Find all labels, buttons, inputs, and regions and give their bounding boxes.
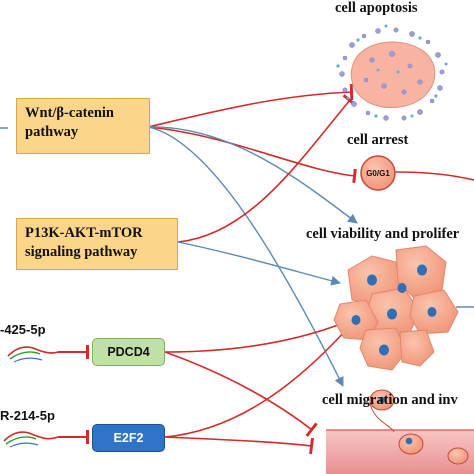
apoptosis-label: cell apoptosis — [335, 0, 418, 16]
mir214-hairpin-icon — [3, 431, 59, 448]
wnt-to-viability-arrow — [147, 126, 358, 224]
wnt-to-apoptosis-inhibit — [147, 83, 354, 128]
pdcd4-to-migration-inhibit — [164, 351, 318, 437]
pdcd4-to-viability-inhibit — [164, 314, 350, 353]
proliferating-cells-icon — [333, 245, 459, 371]
pi3k-to-viability-arrow — [177, 241, 341, 286]
e2f2-to-migration-inhibit — [164, 436, 314, 455]
g0-g1-cell-icon: G0/G1 — [360, 155, 396, 191]
arrest-exit-connector — [394, 171, 474, 181]
e2f2-box: E2F2 — [92, 424, 165, 452]
wnt-pathway-box: Wnt/β-catenin pathway — [16, 98, 150, 154]
wnt-to-arrest-inhibit — [147, 126, 357, 184]
wnt-pathway-line2: pathway — [25, 124, 79, 140]
pi3k-to-apoptosis-inhibit — [177, 94, 357, 243]
mir425-hairpin-icon — [7, 346, 59, 363]
migration-vessel-icon — [325, 389, 474, 474]
arrest-label: cell arrest — [347, 132, 409, 148]
pi3k-pathway-line1: P13K-AKT-mTOR — [25, 225, 143, 241]
pi3k-pathway-line2: signaling pathway — [25, 244, 138, 260]
mir425-label: -425-5p — [0, 322, 46, 337]
wnt-pathway-line1: Wnt/β-catenin — [25, 105, 114, 121]
viability-label: cell viability and prolifer — [306, 226, 460, 242]
mir214-label: R-214-5p — [0, 408, 55, 423]
migration-label: cell migration and inv — [322, 392, 458, 408]
pdcd4-box: PDCD4 — [92, 338, 165, 366]
e2f2-to-viability-inhibit — [164, 323, 353, 438]
apoptotic-cell-icon — [336, 24, 448, 121]
pi3k-pathway-box: P13K-AKT-mTOR signaling pathway — [16, 218, 178, 270]
g0-g1-label: G0/G1 — [366, 169, 390, 178]
